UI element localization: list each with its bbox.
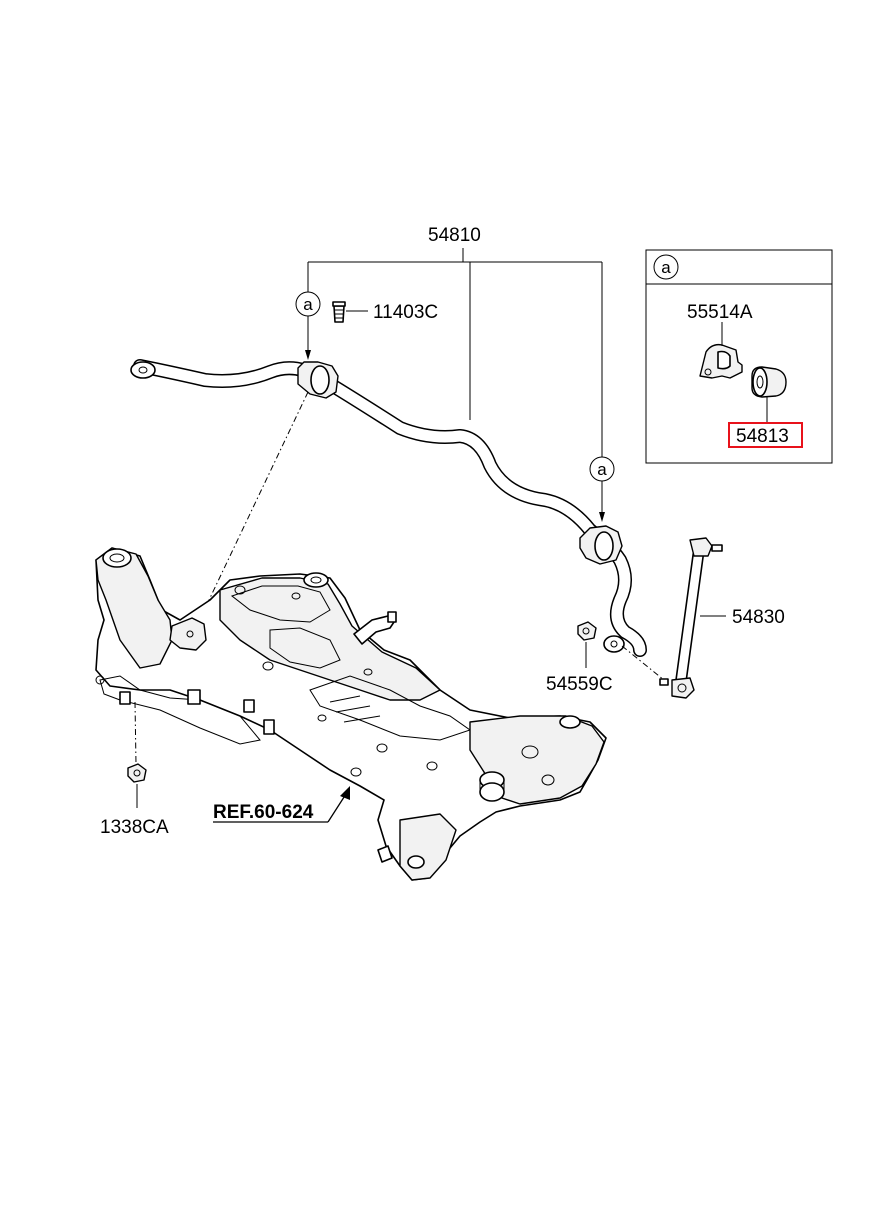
leader-54810: 54810 xyxy=(307,225,603,457)
mount-nut-part: 1338CA xyxy=(100,701,169,838)
label-1338CA: 1338CA xyxy=(100,817,169,838)
label-ref: REF.60-624 xyxy=(213,802,314,823)
label-11403C: 11403C xyxy=(373,302,438,323)
label-55514A: 55514A xyxy=(687,302,753,323)
bolt-part: 11403C xyxy=(332,301,438,323)
label-54813: 54813 xyxy=(736,426,789,447)
reference-callout: REF.60-624 xyxy=(213,786,350,823)
bracket-part xyxy=(699,343,743,379)
marker-a-right: a xyxy=(589,456,615,522)
svg-text:a: a xyxy=(303,295,313,314)
bushing-part xyxy=(751,366,787,398)
subframe xyxy=(95,547,607,881)
detail-marker-circle: a xyxy=(653,254,679,280)
stabilizer-link: 54830 xyxy=(659,537,785,699)
highlight-box-54813 xyxy=(728,422,803,448)
svg-text:a: a xyxy=(597,460,607,479)
detail-box: a 55514A 54813 xyxy=(645,249,833,464)
stabilizer-bar xyxy=(130,359,647,657)
alignment-line-link xyxy=(621,645,665,681)
label-54830: 54830 xyxy=(732,607,785,628)
marker-a-left: a xyxy=(295,291,321,360)
alignment-line-left xyxy=(189,391,309,641)
label-54559C: 54559C xyxy=(546,674,613,695)
nut-part: 54559C xyxy=(546,621,613,695)
detail-marker-label: a xyxy=(661,258,671,277)
label-54810: 54810 xyxy=(428,225,481,246)
